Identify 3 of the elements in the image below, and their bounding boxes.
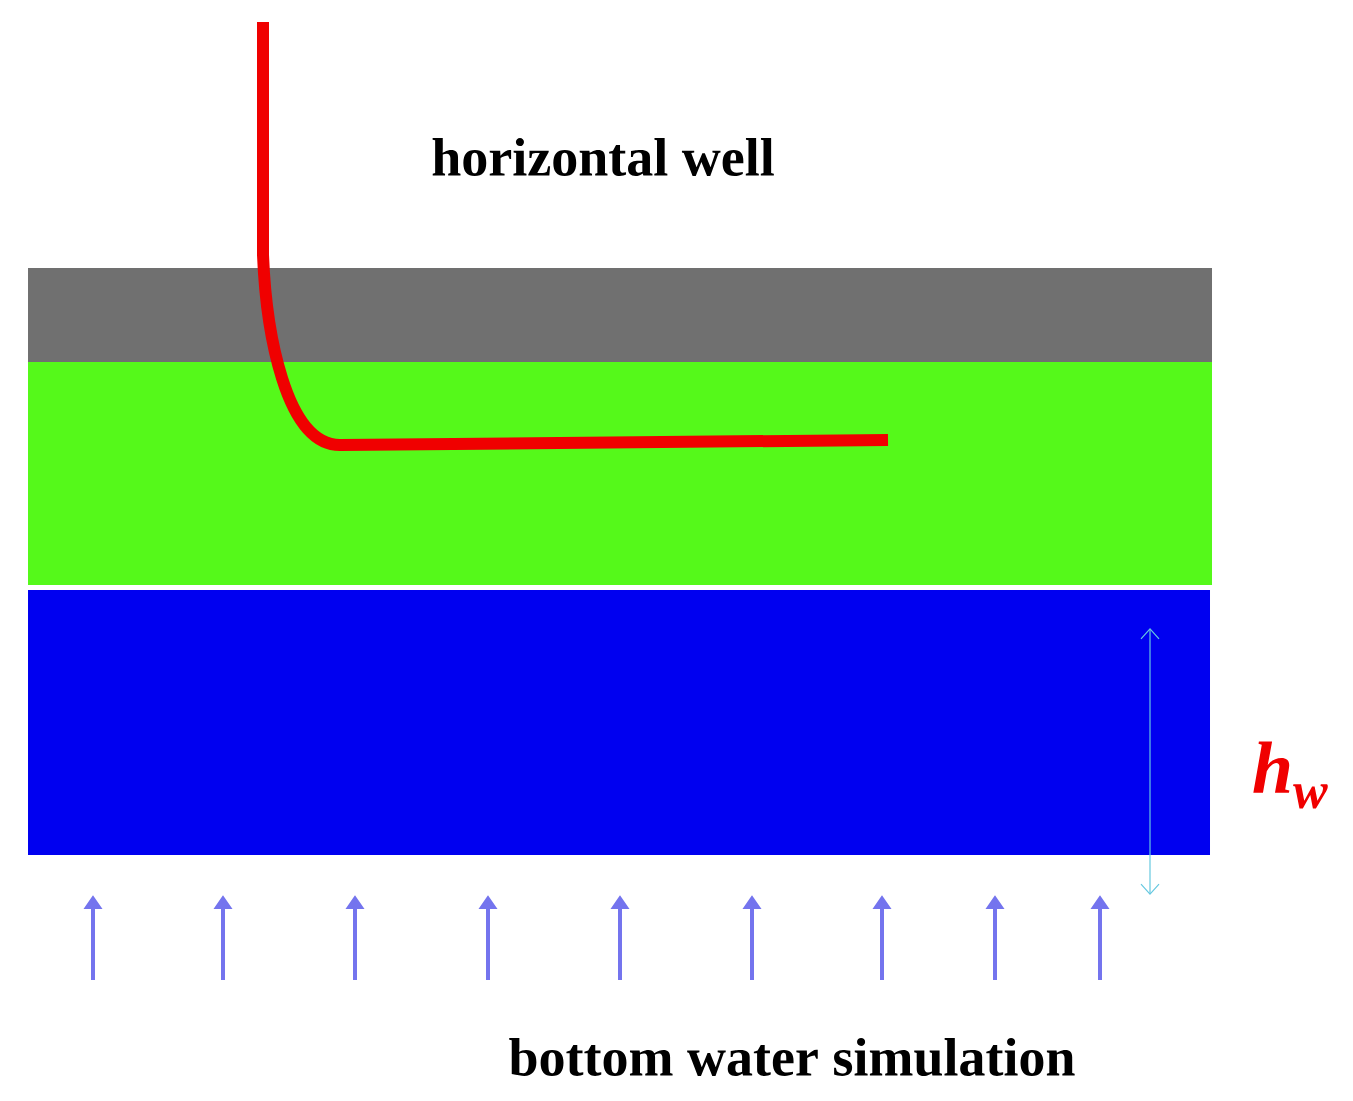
annotation-text: horizontal well — [432, 138, 774, 176]
annotation-text: bottom water simulation — [509, 1037, 1075, 1077]
dimension-label: h$_{w}$ — [1253, 741, 1328, 809]
